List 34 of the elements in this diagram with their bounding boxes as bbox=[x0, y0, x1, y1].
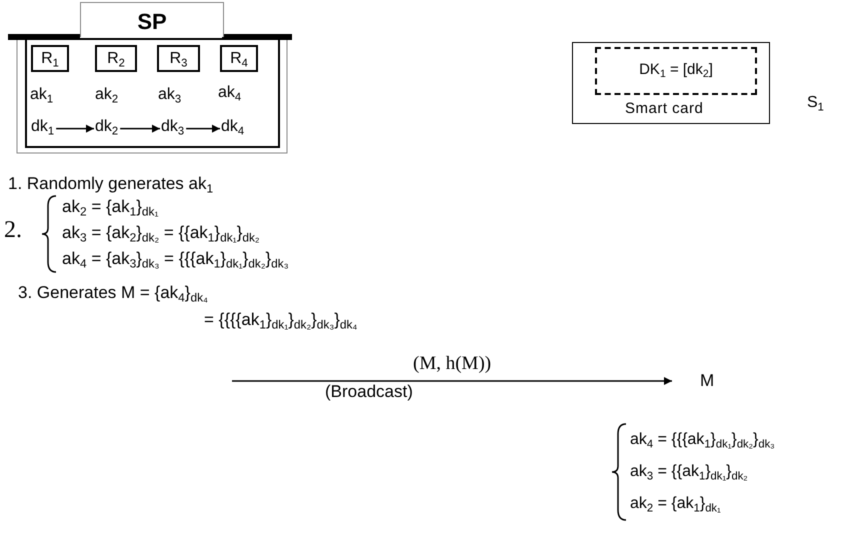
key-label: dk$_{1}$ bbox=[31, 118, 54, 138]
smart-card-box bbox=[572, 42, 770, 124]
register-box: R$_{3}$ bbox=[157, 45, 200, 72]
message-label: M bbox=[700, 371, 714, 391]
formula-text: ak$_{1}$ bbox=[30, 85, 54, 108]
key-label: dk$_{4}$ bbox=[221, 118, 244, 138]
formula-text: ak$_{2}$ = {ak$_{1}$}$_{dk₁}$ bbox=[62, 197, 158, 221]
formula-text: ak$_{4}$ = {ak$_{3}$}$_{dk₃}$ = {{{ak$_{1}$}$_{dk₁}$}$_{dk₂}$}$_{dk₃}$ bbox=[62, 249, 289, 273]
edge-label: (M, h(M)) bbox=[413, 353, 492, 375]
formula-text: ak$_{2}$ = {ak$_{1}$}$_{dk₁}$ bbox=[630, 494, 721, 516]
formula-text: (Broadcast) bbox=[325, 382, 413, 402]
arrow bbox=[232, 377, 672, 385]
formula-text: 3. Generates M = {ak$_{4}$}$_{dk₄}$ bbox=[18, 283, 208, 307]
register-box: R$_{1}$ bbox=[31, 45, 69, 72]
formula-text: ak$_{4}$ bbox=[218, 83, 242, 106]
step-number: 2. bbox=[4, 220, 22, 240]
formula-text: ak$_{3}$ = {ak$_{2}$}$_{dk₂}$ = {{ak$_{1}$}$_{dk₁}$}$_{dk₂}$ bbox=[62, 223, 260, 247]
arrow bbox=[120, 124, 160, 133]
key-label: dk$_{3}$ bbox=[161, 118, 184, 138]
title-tab: SP bbox=[80, 2, 224, 37]
formula-text: = {{{{ak$_{1}$}$_{dk₁}$}$_{dk₂}$}$_{dk₃}$}$_{dk₄}$ bbox=[204, 310, 358, 334]
node-label: Smart card bbox=[625, 100, 704, 117]
key-label: dk$_{2}$ bbox=[95, 118, 118, 138]
key-store-box: DK$_{1}$ = [dk$_{2}$] bbox=[595, 47, 757, 95]
register-box: R$_{4}$ bbox=[220, 45, 258, 72]
formula-text: ak$_{3}$ = {{ak$_{1}$}$_{dk₁}$}$_{dk₂}$ bbox=[630, 462, 748, 484]
arrow bbox=[186, 124, 220, 133]
formula-text: ak$_{2}$ bbox=[95, 85, 118, 108]
formula-text: ak$_{3}$ bbox=[158, 85, 182, 108]
register-box: R$_{2}$ bbox=[95, 45, 137, 72]
formula-text: ak$_{4}$ = {{{ak$_{1}$}$_{dk₁}$}$_{dk₂}$}$_{dk₃}$ bbox=[630, 430, 775, 452]
node-caption: S$_{1}$ bbox=[807, 94, 824, 114]
arrow bbox=[56, 124, 94, 133]
formula-text: 1. Randomly generates ak$_{1}$ bbox=[8, 174, 214, 198]
